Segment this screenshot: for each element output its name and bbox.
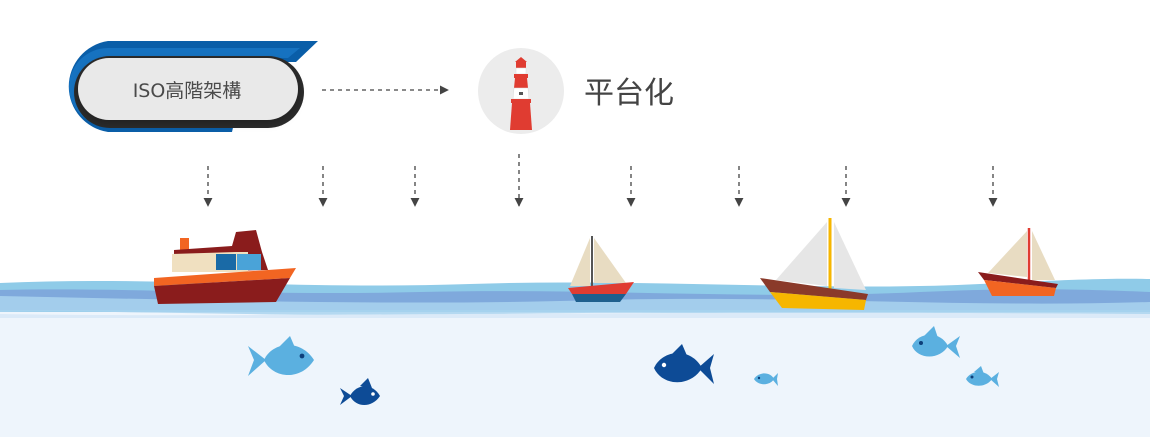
source-label: ISO高階架構: [132, 79, 242, 102]
fish-icon: [912, 326, 960, 358]
target-node: [478, 48, 564, 134]
sailboat-icon: [978, 228, 1058, 296]
fish-icon: [966, 366, 999, 387]
source-node: [68, 41, 318, 132]
fish-icon: [754, 373, 778, 386]
fish-icon: [654, 344, 714, 384]
target-label: 平台化: [584, 76, 674, 111]
fish-icon: [340, 378, 380, 405]
wave-front: [0, 296, 1150, 316]
fish-icon: [248, 336, 314, 376]
source-pill: [78, 58, 298, 120]
sailboat-icon: [568, 236, 634, 302]
lighthouse-icon: [510, 57, 532, 130]
sailboat-icon: [760, 218, 868, 310]
drop-arrows: [203, 154, 998, 207]
ferry-boat-icon: [154, 230, 296, 304]
